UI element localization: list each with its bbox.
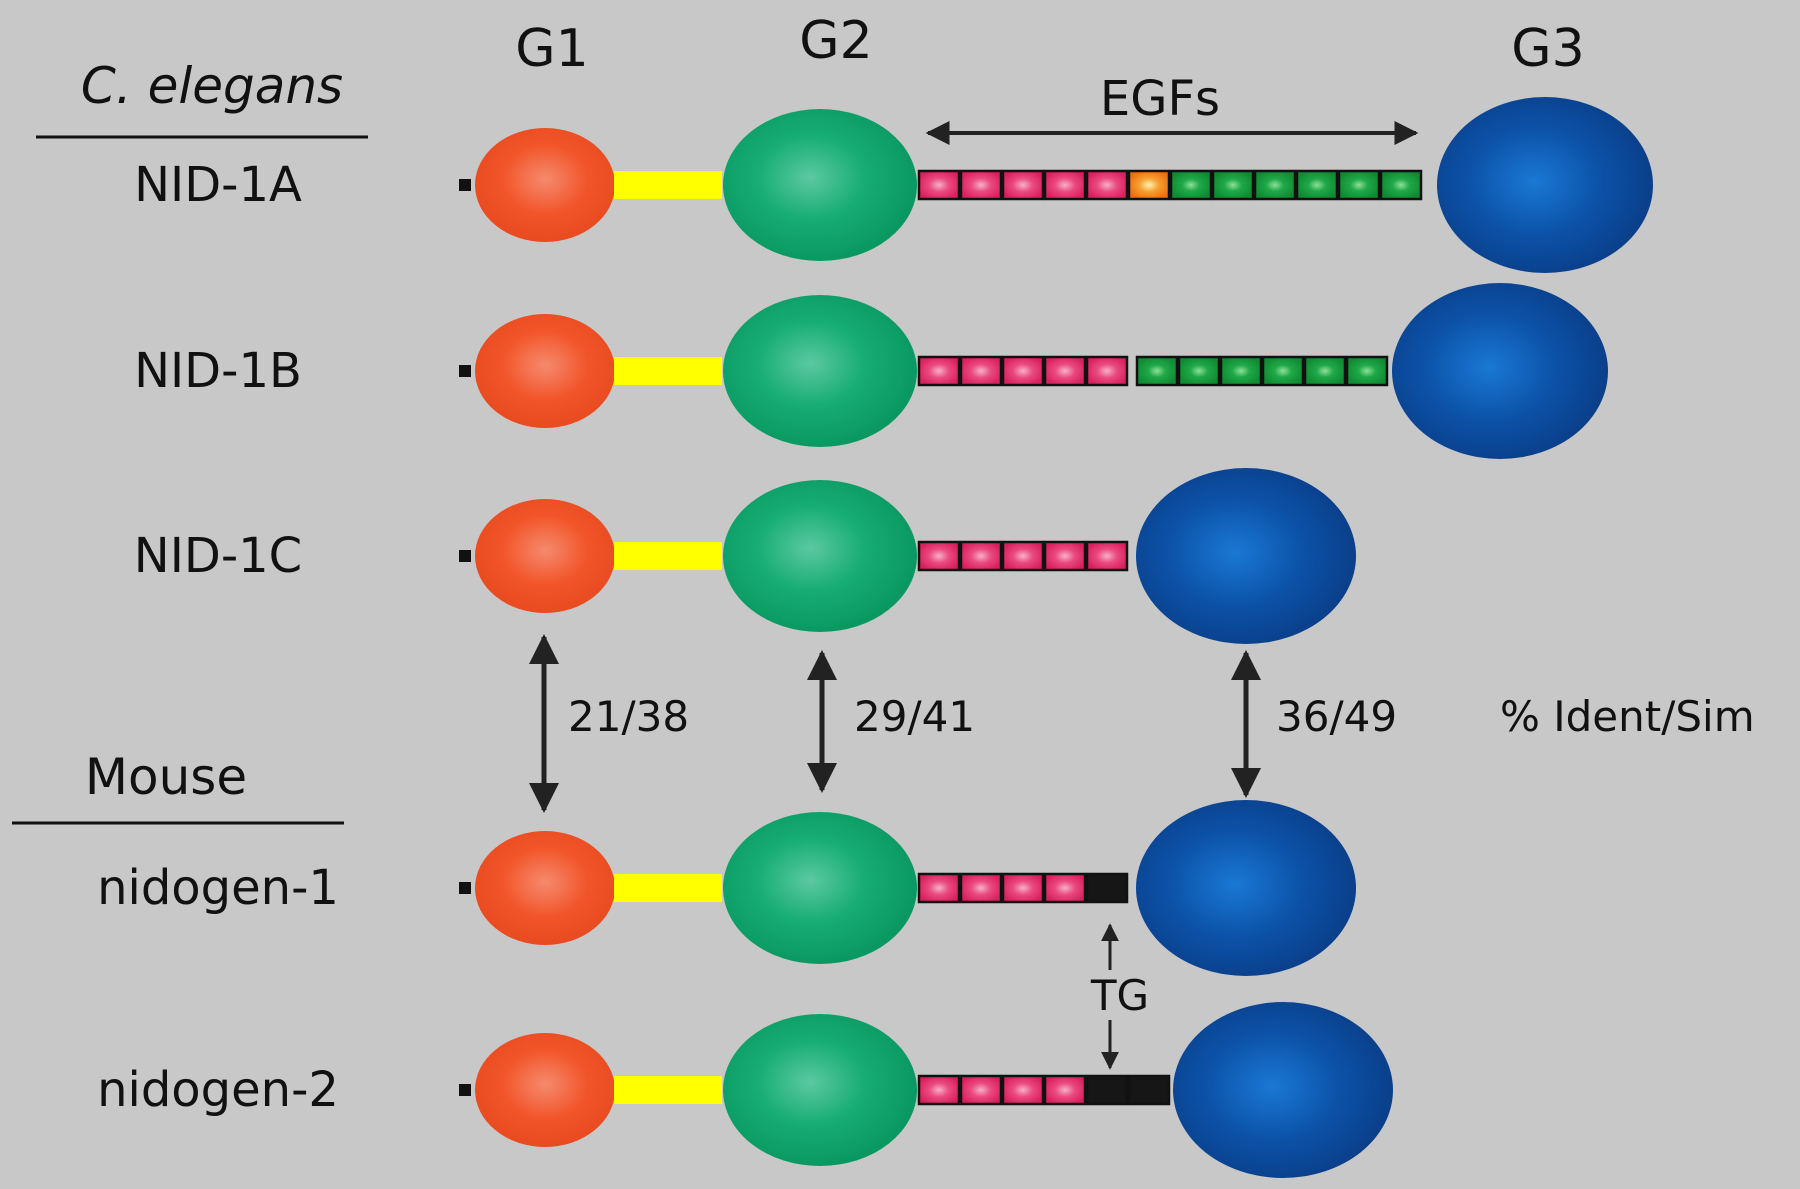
egf-repeat xyxy=(917,540,961,572)
egf-repeat xyxy=(959,355,1003,387)
tg-repeat xyxy=(1085,1074,1129,1106)
g2-domain xyxy=(723,109,917,261)
g1-domain xyxy=(475,499,615,613)
egf-repeat xyxy=(959,169,1003,201)
n-terminus-marker xyxy=(459,550,471,562)
n-terminus-marker xyxy=(459,882,471,894)
g1-g2-linker xyxy=(614,357,722,385)
g1-domain xyxy=(475,128,615,242)
egf-repeat xyxy=(1211,169,1255,201)
egf-repeat xyxy=(1043,872,1087,904)
g1-g2-linker xyxy=(614,542,722,570)
egf-repeat xyxy=(1337,169,1381,201)
egf-repeat xyxy=(1001,872,1045,904)
egf-repeat xyxy=(917,872,961,904)
n-terminus-marker xyxy=(459,1084,471,1096)
egf-repeat xyxy=(1001,1074,1045,1106)
g3-domain xyxy=(1136,468,1356,644)
celegans-heading: C. elegans xyxy=(81,57,343,115)
egf-repeat xyxy=(1169,169,1213,201)
egf-repeat xyxy=(1127,169,1171,201)
egf-repeat xyxy=(959,1074,1003,1106)
egf-repeat xyxy=(1219,355,1263,387)
g1-g2-linker xyxy=(614,874,722,902)
egf-repeat xyxy=(1043,540,1087,572)
egf-repeat xyxy=(1295,169,1339,201)
egf-repeat xyxy=(1043,169,1087,201)
egf-repeat xyxy=(1043,355,1087,387)
egf-repeat xyxy=(1043,1074,1087,1106)
egf-repeat xyxy=(917,355,961,387)
g2-domain xyxy=(723,812,917,964)
g1-identity-value: 21/38 xyxy=(568,692,689,741)
g3-domain xyxy=(1392,283,1608,459)
tg-repeat xyxy=(1127,1074,1171,1106)
egf-repeat xyxy=(1001,540,1045,572)
egf-repeat xyxy=(1085,355,1129,387)
egf-repeat xyxy=(959,540,1003,572)
egf-repeat xyxy=(1001,355,1045,387)
egf-repeat xyxy=(1253,169,1297,201)
tg-label: TG xyxy=(1090,971,1149,1020)
g2-identity-value: 29/41 xyxy=(854,692,975,741)
protein-row: NID-1A xyxy=(134,97,1653,273)
protein-name: NID-1A xyxy=(134,157,302,213)
g2-header: G2 xyxy=(799,11,872,71)
protein-name: nidogen-1 xyxy=(97,860,339,916)
identity-legend: % Ident/Sim xyxy=(1500,692,1755,741)
g1-domain xyxy=(475,314,615,428)
egf-repeat xyxy=(1001,169,1045,201)
n-terminus-marker xyxy=(459,365,471,377)
protein-row: nidogen-1 xyxy=(97,800,1356,976)
protein-row: NID-1B xyxy=(134,283,1608,459)
g2-domain xyxy=(723,1014,917,1166)
egf-repeat xyxy=(917,169,961,201)
protein-name: NID-1C xyxy=(134,528,302,584)
egf-repeat xyxy=(1085,169,1129,201)
protein-name: NID-1B xyxy=(134,343,302,399)
g1-g2-linker xyxy=(614,1076,722,1104)
g3-identity-value: 36/49 xyxy=(1276,692,1397,741)
egf-repeat xyxy=(1261,355,1305,387)
egf-repeat xyxy=(1135,355,1179,387)
egf-repeat xyxy=(959,872,1003,904)
g1-domain xyxy=(475,1033,615,1147)
protein-rows: NID-1A NID-1B NID-1C nidogen-1 nidogen-2 xyxy=(97,97,1653,1178)
g1-domain xyxy=(475,831,615,945)
egf-repeat xyxy=(1303,355,1347,387)
egf-repeat xyxy=(917,1074,961,1106)
egf-repeat xyxy=(1177,355,1221,387)
g3-domain xyxy=(1173,1002,1393,1178)
protein-row: nidogen-2 xyxy=(97,1002,1393,1178)
egf-repeat xyxy=(1379,169,1423,201)
g1-g2-linker xyxy=(614,171,722,199)
egf-label: EGFs xyxy=(1100,71,1220,127)
g1-header: G1 xyxy=(515,19,588,79)
g2-domain xyxy=(723,295,917,447)
g3-domain xyxy=(1437,97,1653,273)
g2-domain xyxy=(723,480,917,632)
n-terminus-marker xyxy=(459,179,471,191)
protein-name: nidogen-2 xyxy=(97,1062,339,1118)
egf-repeat xyxy=(1345,355,1389,387)
g3-domain xyxy=(1136,800,1356,976)
protein-row: NID-1C xyxy=(134,468,1356,644)
mouse-heading: Mouse xyxy=(85,748,247,806)
egf-repeat xyxy=(1085,540,1129,572)
tg-repeat xyxy=(1085,872,1129,904)
g3-header: G3 xyxy=(1511,19,1584,79)
